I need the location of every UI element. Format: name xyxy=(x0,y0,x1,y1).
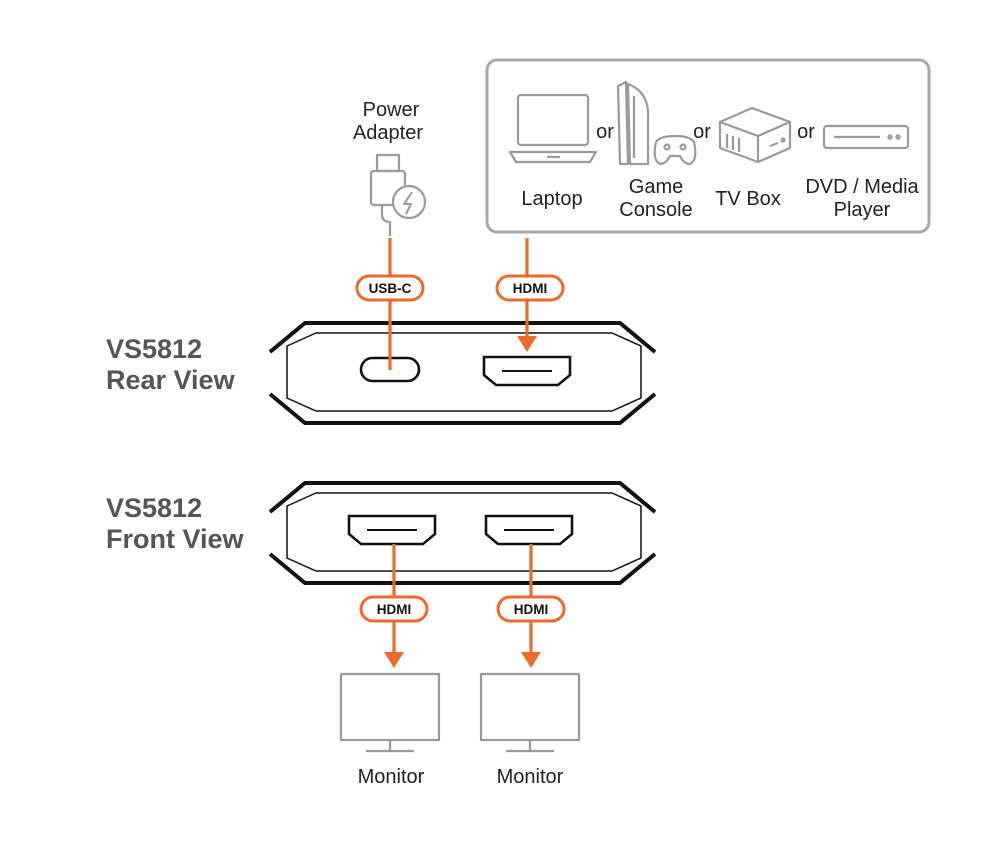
monitor-label-2: Monitor xyxy=(497,766,564,788)
game-console-icon xyxy=(616,80,697,166)
hdmi-input-tag: HDMI xyxy=(495,274,565,302)
hdmi-output-arrow-2 xyxy=(521,652,541,668)
rear-view-subtitle: Rear View xyxy=(106,365,236,395)
monitor-icon-2 xyxy=(479,672,581,753)
dvd-player-icon xyxy=(822,124,910,150)
power-adapter-icon xyxy=(369,153,427,236)
power-adapter-label-2: Adapter xyxy=(353,122,423,144)
game-console-label-1: Game xyxy=(629,176,683,198)
game-console-label-2: Console xyxy=(619,199,692,221)
front-view-subtitle: Front View xyxy=(106,524,245,554)
power-adapter-label-1: Power xyxy=(363,99,420,121)
hdmi-input-tag-label: HDMI xyxy=(513,281,548,296)
monitor-label-1: Monitor xyxy=(358,766,425,788)
or-label-1: or xyxy=(596,121,614,143)
laptop-label: Laptop xyxy=(521,188,582,210)
tv-box-label: TV Box xyxy=(715,188,781,210)
hdmi-output-tag-2-label: HDMI xyxy=(514,602,549,617)
front-view-title: VS5812 xyxy=(106,493,202,523)
usbc-tag: USB-C xyxy=(355,274,425,302)
rear-view-device xyxy=(268,321,657,425)
hdmi-output-arrow-1 xyxy=(384,652,404,668)
source-devices-box xyxy=(485,58,931,234)
tv-box-icon xyxy=(718,106,792,164)
hdmi-input-arrow xyxy=(517,336,537,352)
hdmi-output-tag-1: HDMI xyxy=(359,595,429,623)
or-label-3: or xyxy=(797,121,815,143)
monitor-icon-1 xyxy=(339,672,441,753)
dvd-label-1: DVD / Media xyxy=(805,176,919,198)
laptop-icon xyxy=(508,93,598,164)
hdmi-output-tag-2: HDMI xyxy=(496,595,566,623)
front-view-device xyxy=(268,481,657,585)
hdmi-output-tag-1-label: HDMI xyxy=(377,602,412,617)
dvd-label-2: Player xyxy=(834,199,891,221)
usbc-tag-label: USB-C xyxy=(369,281,412,296)
or-label-2: or xyxy=(693,121,711,143)
rear-view-title: VS5812 xyxy=(106,334,202,364)
